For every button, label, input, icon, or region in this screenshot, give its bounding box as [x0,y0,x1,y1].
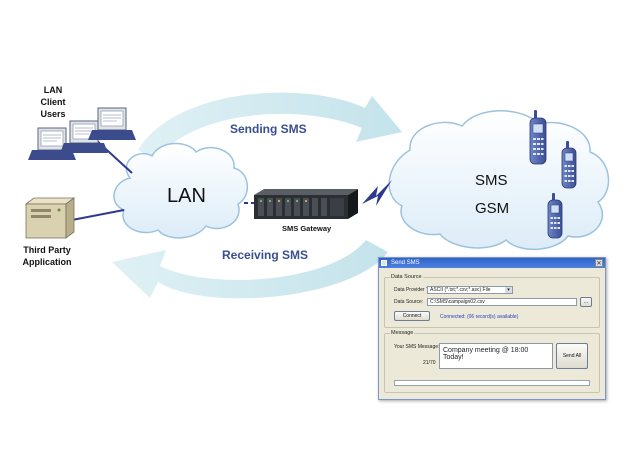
third-party-application-line: Third Party [23,245,71,255]
lan-client-users-label: LAN Client Users [30,84,76,120]
data-provider-type-label: Data Provider Type: [394,287,439,293]
lan-client-users-line: Client [40,97,66,107]
lan-cloud [113,142,248,239]
third-party-application-line: Application [22,257,72,267]
computer-icon [88,107,136,140]
sms-message-input[interactable]: Company meeting @ 18:00 Today! [439,343,553,369]
gsm-cloud-label: GSM [475,200,510,217]
mobile-phone-icon [529,110,547,165]
third-party-application-label: Third Party Application [14,244,80,268]
sms-message-label: Your SMS Message: [394,344,440,350]
dialog-title-bar[interactable]: Send SMS ✕ [379,258,605,268]
connection-status: Connected: (06 record(s) available) [440,314,519,320]
data-source-field[interactable]: C:\SMS\campaign02.csv [427,298,577,306]
sending-sms-label: Sending SMS [230,122,307,136]
lan-client-users-line: LAN [43,85,63,95]
computer-icon [28,127,76,160]
wireless-link-icon [362,180,392,206]
mobile-phone-icon [561,141,577,189]
data-provider-type-value: ASCII (*.txt;*.csv;*.asc) File [430,287,491,293]
lan-client-users-line: Users [40,109,66,119]
data-provider-type-select[interactable]: ASCII (*.txt;*.csv;*.asc) File ▾ [427,286,513,294]
server-icon [24,197,76,239]
lan-cloud-label: LAN [167,185,206,207]
mobile-phone-icon [547,193,563,239]
message-group-label: Message [390,330,415,336]
third-party-link [71,209,125,221]
data-source-group-label: Data Source [390,274,423,280]
connect-button[interactable]: Connect [394,311,430,321]
sms-gateway-label: SMS Gateway [282,224,332,233]
data-source-value: C:\SMS\campaign02.csv [430,299,485,305]
browse-button[interactable]: ... [580,297,592,307]
receiving-sms-arrow [112,240,388,299]
app-icon [381,260,387,266]
sms-gateway-device [254,189,358,219]
send-sms-dialog: Send SMS ✕ Data Source Data Provider Typ… [378,257,606,400]
chevron-down-icon[interactable]: ▾ [505,287,512,293]
sms-cloud-label: SMS [475,172,508,189]
receiving-sms-label: Receiving SMS [222,248,309,262]
char-count: 21/70 [423,360,436,366]
data-source-label: Data Source: [394,299,424,305]
sending-sms-arrow [138,92,402,160]
data-source-group: Data Source Data Provider Type: ASCII (*… [384,274,600,328]
message-group: Message Your SMS Message: 21/70 Company … [384,330,600,393]
send-all-button[interactable]: Send All [556,343,588,369]
dialog-title: Send SMS [391,260,420,266]
close-icon[interactable]: ✕ [595,259,603,267]
send-progress-bar [394,380,590,386]
